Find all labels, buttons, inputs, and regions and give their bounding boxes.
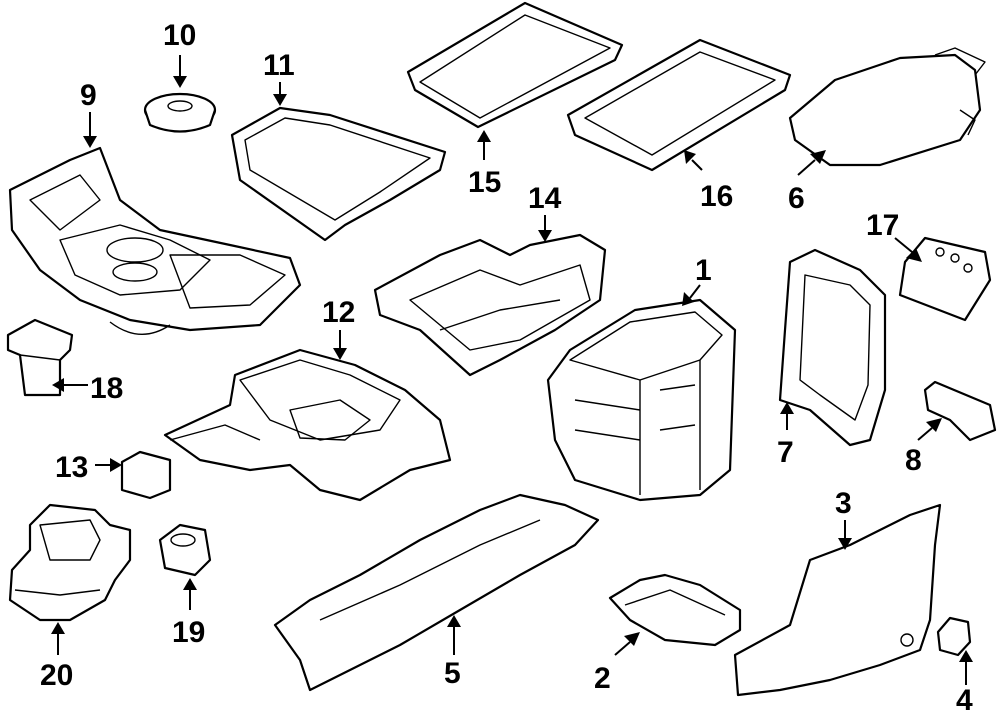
callout-4: 4 xyxy=(956,684,973,714)
part-7-side-trim-panel[interactable] xyxy=(778,248,887,447)
callout-1: 1 xyxy=(695,254,712,287)
leader-arrows xyxy=(51,55,973,685)
callout-8: 8 xyxy=(905,444,922,477)
callout-11: 11 xyxy=(263,49,295,82)
callout-9: 9 xyxy=(80,79,97,112)
callout-labels: 10 9 11 15 16 6 14 1 17 12 18 13 7 8 3 1… xyxy=(40,19,973,714)
part-4-cap[interactable] xyxy=(936,616,972,657)
part-9-front-console-tray[interactable] xyxy=(8,146,302,335)
callout-17: 17 xyxy=(866,209,899,242)
callout-7: 7 xyxy=(777,436,794,469)
callout-13: 13 xyxy=(55,451,88,484)
part-11-trim-bezel[interactable] xyxy=(230,106,447,242)
callout-2: 2 xyxy=(594,662,611,695)
callout-5: 5 xyxy=(444,657,461,690)
part-6-armrest[interactable] xyxy=(788,47,986,167)
part-14-console-shell[interactable] xyxy=(373,233,607,377)
part-18-switch[interactable] xyxy=(6,318,74,397)
part-1-console-box[interactable] xyxy=(546,298,737,502)
part-10-round-cap[interactable] xyxy=(143,92,217,133)
part-17-small-module[interactable] xyxy=(898,236,992,322)
part-5-lower-side-panel[interactable] xyxy=(273,493,600,692)
part-2-lower-bracket[interactable] xyxy=(608,573,742,647)
callout-19: 19 xyxy=(172,616,205,649)
callout-15: 15 xyxy=(468,166,501,199)
part-16-tray-insert[interactable] xyxy=(566,38,792,172)
part-19-switch[interactable] xyxy=(158,523,212,577)
part-15-console-lid[interactable] xyxy=(406,1,624,129)
part-20-shifter-assembly[interactable] xyxy=(8,503,132,622)
callout-3: 3 xyxy=(835,487,852,520)
part-13-switch[interactable] xyxy=(120,450,172,500)
part-3-side-cover[interactable] xyxy=(733,503,942,697)
callout-20: 20 xyxy=(40,659,73,692)
callout-14: 14 xyxy=(528,182,562,215)
part-12-base-bracket[interactable] xyxy=(163,348,452,502)
callout-10: 10 xyxy=(163,19,196,52)
callout-6: 6 xyxy=(788,182,805,215)
callout-18: 18 xyxy=(90,372,123,405)
callout-16: 16 xyxy=(700,180,733,213)
part-8-bracket[interactable] xyxy=(923,380,997,442)
callout-12: 12 xyxy=(322,296,355,329)
